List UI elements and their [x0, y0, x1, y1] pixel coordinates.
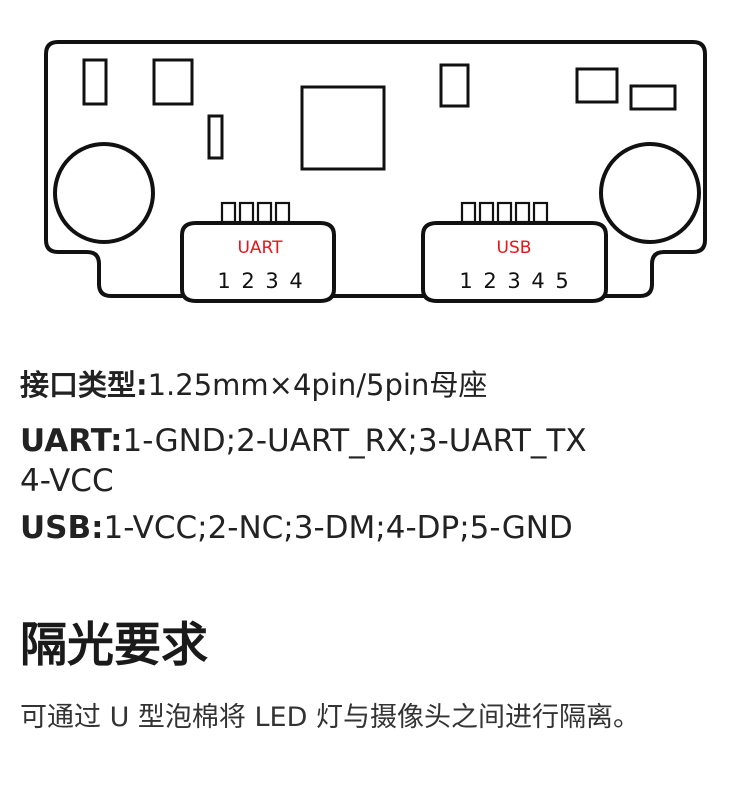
mounting-hole-left: [53, 142, 155, 244]
uart-pin-number: 2: [241, 269, 254, 293]
board-diagram: UART 1 2 3 4 USB 1 2 3 4 5: [44, 40, 707, 303]
uart-pin-number: 4: [289, 269, 302, 293]
section-body: 可通过 U 型泡棉将 LED 灯与摄像头之间进行隔离。: [20, 702, 640, 733]
uart-pinout-value-line2: 4-VCC: [20, 463, 114, 499]
uart-pin-slot: [256, 201, 273, 224]
interface-type-label: 接口类型:: [20, 368, 148, 402]
chip: [300, 85, 386, 171]
interface-type-line: 接口类型:1.25mm×4pin/5pin母座: [20, 362, 487, 404]
usb-pinout-value: 1-VCC;2-NC;3-DM;4-DP;5-GND: [103, 510, 573, 546]
usb-pin-slot: [532, 201, 549, 224]
uart-connector: UART 1 2 3 4: [180, 201, 336, 303]
usb-pin-number: 2: [483, 269, 496, 293]
usb-pin-number: 1: [459, 269, 472, 293]
uart-connector-body: [180, 221, 336, 303]
usb-pin-number: 5: [555, 269, 568, 293]
component-3: [207, 114, 224, 160]
usb-pin-number: 4: [531, 269, 544, 293]
usb-label: USB:: [20, 510, 104, 546]
usb-pin-slot: [478, 201, 495, 224]
component-2: [152, 58, 194, 106]
component-4: [439, 63, 470, 108]
uart-pin-slot: [220, 201, 237, 224]
section-title: 隔光要求: [20, 618, 208, 673]
uart-pin-number: 3: [265, 269, 278, 293]
usb-connector: USB 1 2 3 4 5: [421, 201, 608, 303]
component-1: [82, 58, 108, 106]
usb-pin-slot: [496, 201, 513, 224]
usb-connector-body: [421, 221, 608, 303]
board-outline: [44, 40, 707, 298]
usb-pin-number: 3: [507, 269, 520, 293]
uart-pin-slot: [274, 201, 291, 224]
component-6: [629, 84, 677, 111]
component-5: [575, 67, 619, 104]
usb-connector-label: USB: [497, 238, 532, 258]
mounting-hole-right: [599, 142, 701, 244]
uart-connector-label: UART: [237, 238, 283, 258]
uart-pin-number: 1: [217, 269, 230, 293]
uart-pin-slot: [238, 201, 255, 224]
uart-label: UART:: [20, 423, 123, 459]
interface-type-value: 1.25mm×4pin/5pin母座: [147, 368, 488, 402]
usb-pin-slot: [460, 201, 477, 224]
uart-pinout-value: 1-GND;2-UART_RX;3-UART_TX: [122, 423, 587, 459]
usb-pinout-line: USB:1-VCC;2-NC;3-DM;4-DP;5-GND: [20, 510, 573, 546]
usb-pin-slot: [514, 201, 531, 224]
